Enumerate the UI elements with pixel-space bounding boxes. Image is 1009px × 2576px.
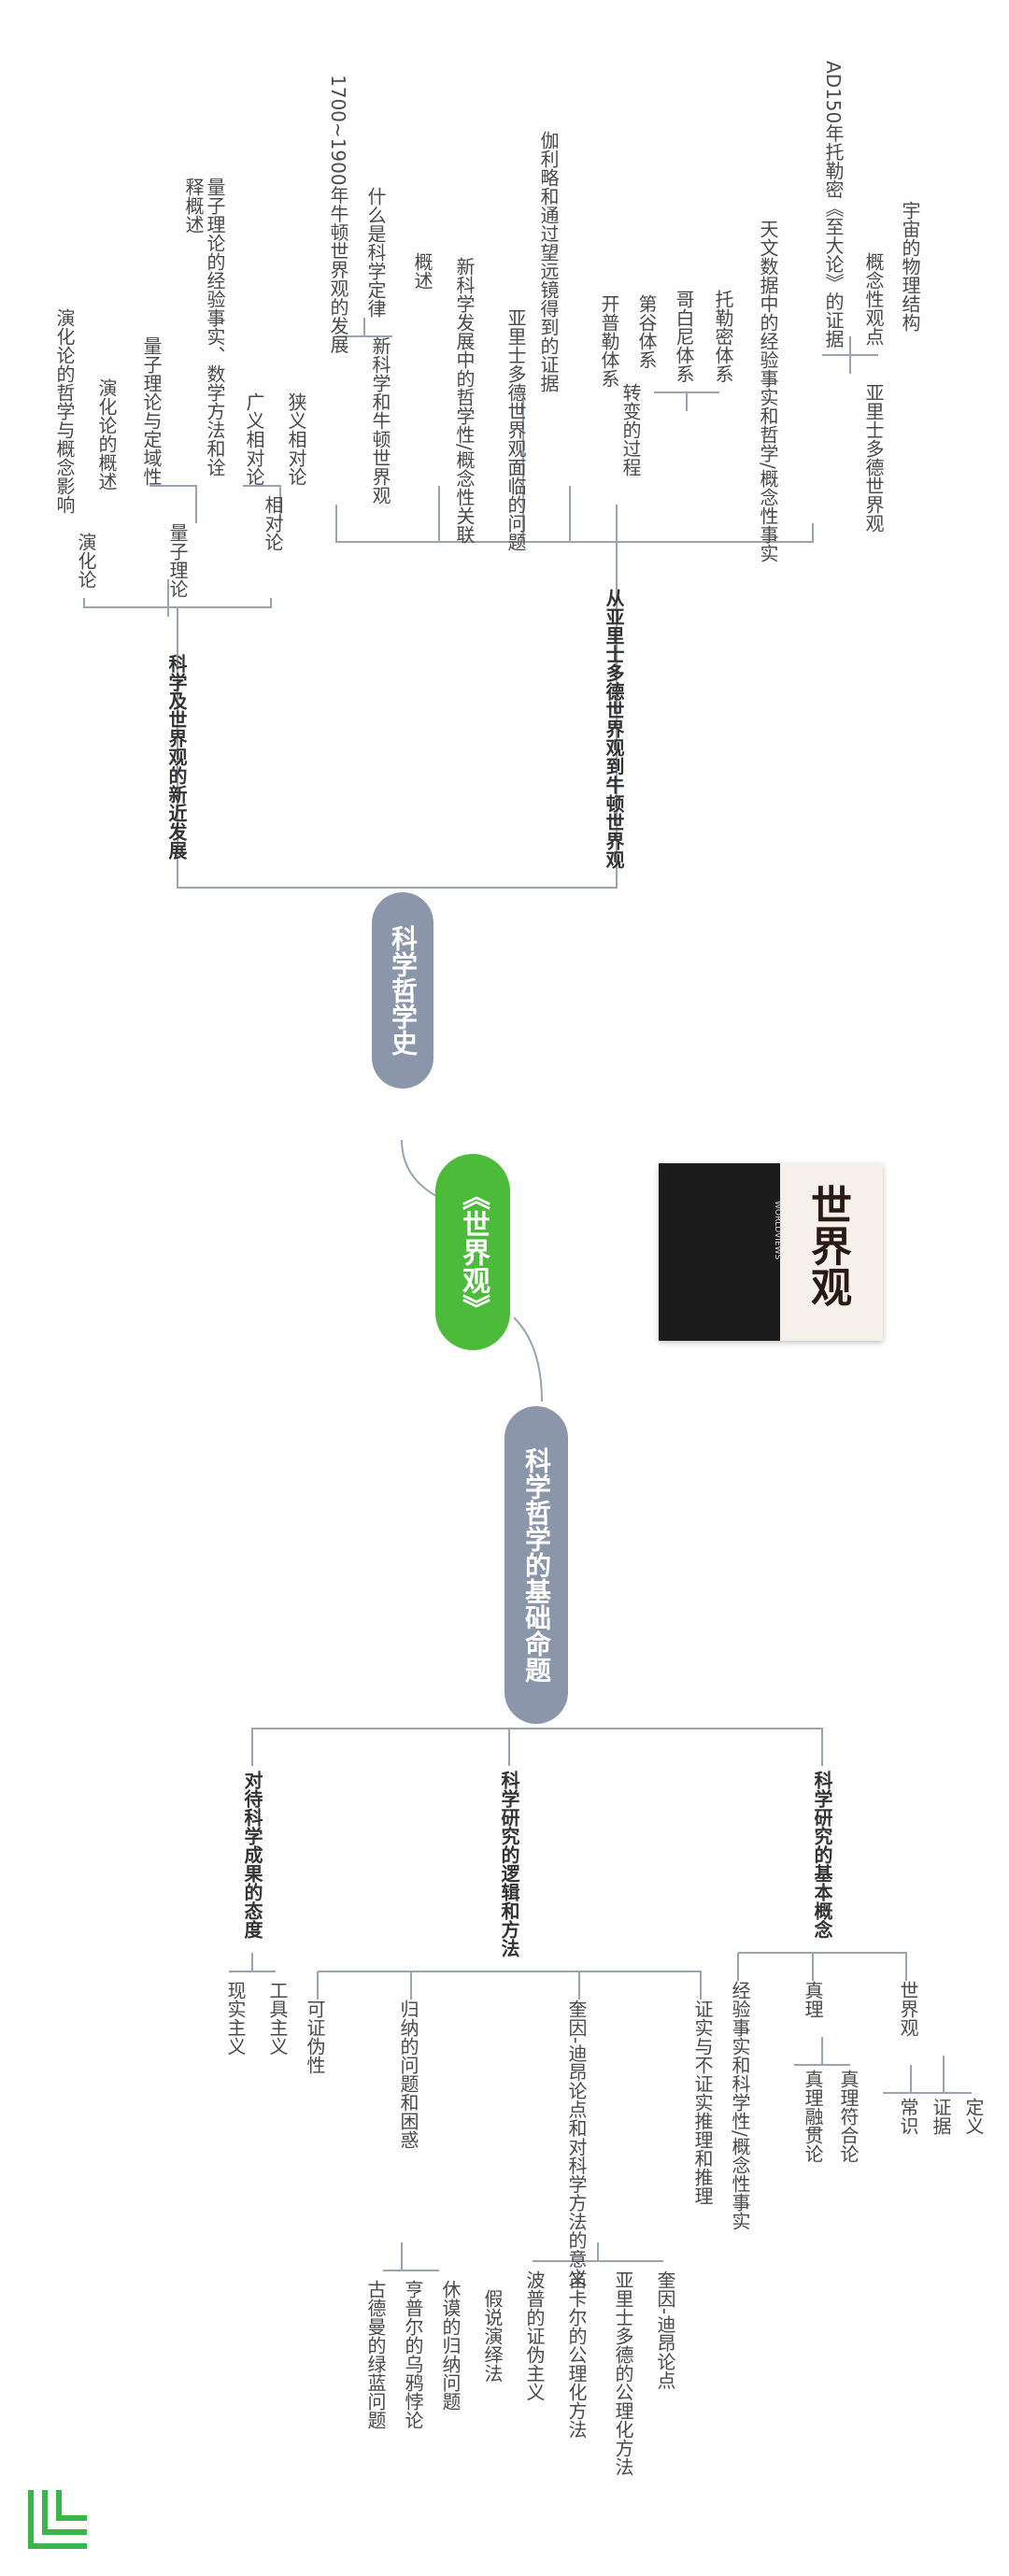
node-quine-duhem-significance[interactable]: 奎因-迪昂论点和对科学方法的意义	[565, 2000, 588, 2287]
node-philosophical-connections[interactable]: 新科学发展中的哲学性/概念性关联	[453, 257, 476, 544]
section-aristotle-to-newton[interactable]: 从亚里士多德世界观到牛顿世界观	[603, 589, 625, 869]
book-cover-image: 世界观 WORLDVIEWS	[659, 1163, 883, 1341]
node-quine-duhem[interactable]: 奎因-迪昂论点	[654, 2270, 676, 2390]
node-quantum-overview[interactable]: 量子理论的经验事实、数学方法和诠释概述	[182, 178, 226, 477]
node-new-science-newton[interactable]: 新科学和牛顿世界观	[369, 336, 391, 505]
node-induction-problems[interactable]: 归纳的问题和困惑	[397, 2000, 419, 2149]
node-evidence[interactable]: 证据	[930, 2098, 952, 2135]
node-overview[interactable]: 概述	[411, 252, 433, 290]
node-general-relativity[interactable]: 广义相对论	[243, 392, 265, 486]
node-newton-1700-1900[interactable]: 1700~1900年牛顿世界观的发展	[327, 75, 349, 354]
node-deduction[interactable]: 证实与不证实推理和推理	[691, 2000, 714, 2205]
node-hypothetico-deductive[interactable]: 假说演绎法	[481, 2289, 504, 2383]
node-galileo-evidence[interactable]: 伽利略和通过望远镜得到的证据	[537, 131, 560, 392]
node-hume-induction[interactable]: 休谟的归纳问题	[439, 2280, 462, 2411]
book-title: 世界观	[803, 1184, 851, 1307]
section-attitude[interactable]: 对待科学成果的态度	[241, 1771, 263, 1939]
node-aristotle-problems[interactable]: 亚里士多德世界观面临的问题	[504, 308, 527, 551]
node-descartes-axiomatic[interactable]: 笛卡尔的公理化方法	[565, 2270, 588, 2439]
node-special-relativity[interactable]: 狭义相对论	[285, 392, 307, 486]
node-quantum-locality[interactable]: 量子理论与定域性	[140, 336, 163, 486]
branch-history[interactable]: 科学哲学史	[372, 892, 433, 1089]
brand-logo-icon	[28, 2490, 87, 2549]
node-worldview[interactable]: 世界观	[897, 1981, 919, 2037]
node-aristotle-axiomatic[interactable]: 亚里士多德的公理化方法	[612, 2270, 634, 2476]
node-keplerian-system[interactable]: 开普勒体系	[598, 294, 620, 388]
node-evolution[interactable]: 演化论	[75, 533, 97, 589]
node-conceptual-view[interactable]: 概念性观点	[862, 252, 885, 346]
book-subtitle: WORLDVIEWS	[773, 1201, 782, 1260]
node-falsifiability[interactable]: 可证伪性	[304, 2000, 326, 2074]
root-node[interactable]: 《世界观》	[435, 1154, 510, 1350]
node-scientific-law[interactable]: 什么是科学定律	[364, 187, 387, 318]
node-quantum-theory[interactable]: 量子理论	[166, 523, 189, 598]
branch-foundations[interactable]: 科学哲学的基础命题	[504, 1406, 568, 1724]
section-logic-methods[interactable]: 科学研究的逻辑和方法	[498, 1771, 520, 1957]
node-empirical-facts[interactable]: 天文数据中的经验事实和哲学/概念性事实	[757, 220, 779, 562]
node-ptolemaic-system[interactable]: 托勒密体系	[712, 290, 734, 383]
node-truth[interactable]: 真理	[802, 1981, 824, 2018]
node-coherence-theory[interactable]: 真理融贯论	[802, 2070, 824, 2163]
node-common-sense[interactable]: 常识	[897, 2098, 919, 2135]
node-evolution-overview[interactable]: 演化论的概述	[95, 378, 118, 491]
node-instrumentalism[interactable]: 工具主义	[266, 1981, 289, 2056]
node-empirical-conceptual-facts[interactable]: 经验事实和科学性/概念性事实	[729, 1981, 751, 2230]
node-relativity[interactable]: 相对论	[262, 495, 284, 551]
node-popper-falsificationism[interactable]: 波普的证伪主义	[523, 2270, 546, 2401]
node-aristotle-worldview[interactable]: 亚里士多德世界观	[862, 383, 885, 533]
node-hempel-raven[interactable]: 亨普尔的乌鸦悖论	[402, 2280, 424, 2429]
node-realism[interactable]: 现实主义	[224, 1981, 247, 2056]
node-evolution-impact[interactable]: 演化论的哲学与概念影响	[53, 308, 76, 514]
node-goodman-grue[interactable]: 古德曼的绿蓝问题	[364, 2280, 387, 2429]
node-transition[interactable]: 转变的过程	[619, 383, 642, 477]
section-basic-concepts[interactable]: 科学研究的基本概念	[811, 1771, 833, 1939]
node-copernican-system[interactable]: 哥白尼体系	[673, 290, 695, 383]
node-physical-structure[interactable]: 宇宙的物理结构	[899, 201, 921, 332]
section-recent-developments[interactable]: 科学及世界观的新近发展	[165, 654, 188, 860]
node-tychonic-system[interactable]: 第谷体系	[635, 294, 658, 369]
node-correspondence-theory[interactable]: 真理符合论	[837, 2070, 860, 2163]
node-ptolemy-evidence[interactable]: AD150年托勒密《至大论》的证据	[822, 61, 845, 349]
node-definition[interactable]: 定义	[962, 2098, 985, 2135]
